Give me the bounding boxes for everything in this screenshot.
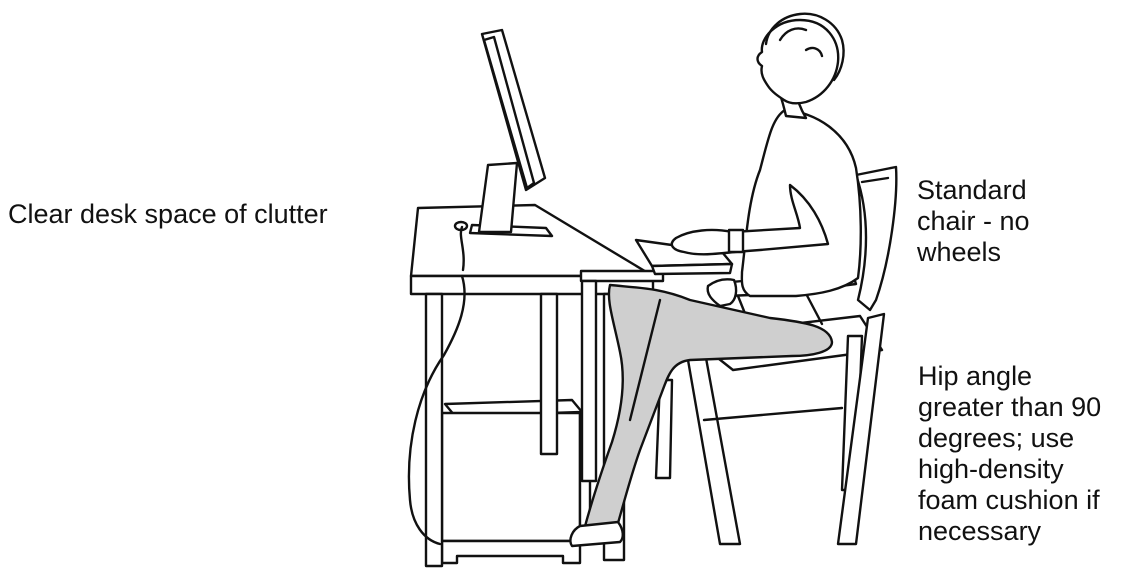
computer-tower	[442, 400, 590, 563]
chair-armrest-front	[708, 279, 736, 306]
monitor	[470, 30, 552, 236]
